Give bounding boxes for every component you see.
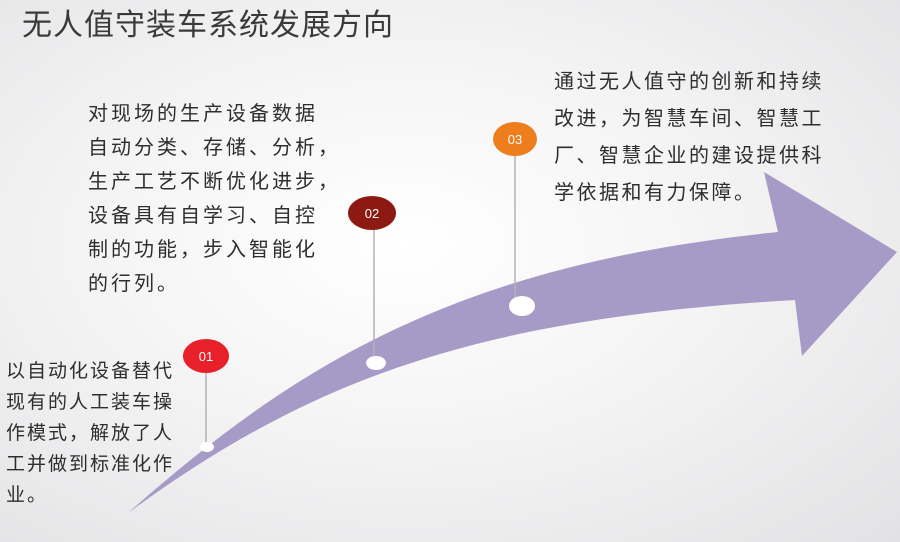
stage-03-line: 学依据和有力保障。 <box>554 180 757 204</box>
badge-01-label: 01 <box>199 349 213 364</box>
stage-01-description: 以自动化设备替代 现有的人工装车操 作模式，解放了人 工并做到标准化作 业。 <box>6 356 174 511</box>
badge-02-label: 02 <box>365 206 379 221</box>
stage-02-line: 设备具有自学习、自控 <box>88 203 318 227</box>
stage-02-line: 制的功能，步入智能化 <box>88 237 318 261</box>
stage-03-description: 通过无人值守的创新和持续 改进，为智慧车间、智慧工 厂、智慧企业的建设提供科 学… <box>554 63 824 211</box>
stage-03-line: 改进，为智慧车间、智慧工 <box>554 106 824 130</box>
page-title: 无人值守装车系统发展方向 <box>22 8 394 43</box>
stage-01-line: 作模式，解放了人 <box>6 422 175 444</box>
badge-02 <box>348 196 396 230</box>
stage-01-line: 现有的人工装车操 <box>6 391 175 413</box>
badge-03 <box>493 122 537 156</box>
stage-03-line: 通过无人值守的创新和持续 <box>554 69 824 93</box>
badge-03-label: 03 <box>508 132 522 147</box>
stage-02-line: 的行列。 <box>88 271 180 295</box>
milestone-dot-02 <box>366 356 386 370</box>
growth-arrow <box>128 172 897 513</box>
stage-02-line: 生产工艺不断优化进步， <box>88 169 341 193</box>
stage-01-line: 工并做到标准化作 <box>6 453 175 475</box>
stage-02-line: 自动分类、存储、分析， <box>88 135 341 159</box>
stage-03-line: 厂、智慧企业的建设提供科 <box>554 143 824 167</box>
stage-01-line: 以自动化设备替代 <box>6 360 175 382</box>
badge-01 <box>183 339 229 373</box>
stage-02-description: 对现场的生产设备数据 自动分类、存储、分析， 生产工艺不断优化进步， 设备具有自… <box>88 96 341 300</box>
stage-02-line: 对现场的生产设备数据 <box>88 101 318 125</box>
milestone-dot-03 <box>509 296 535 316</box>
stage-01-line: 业。 <box>6 484 49 506</box>
milestone-dot-01 <box>200 442 214 452</box>
